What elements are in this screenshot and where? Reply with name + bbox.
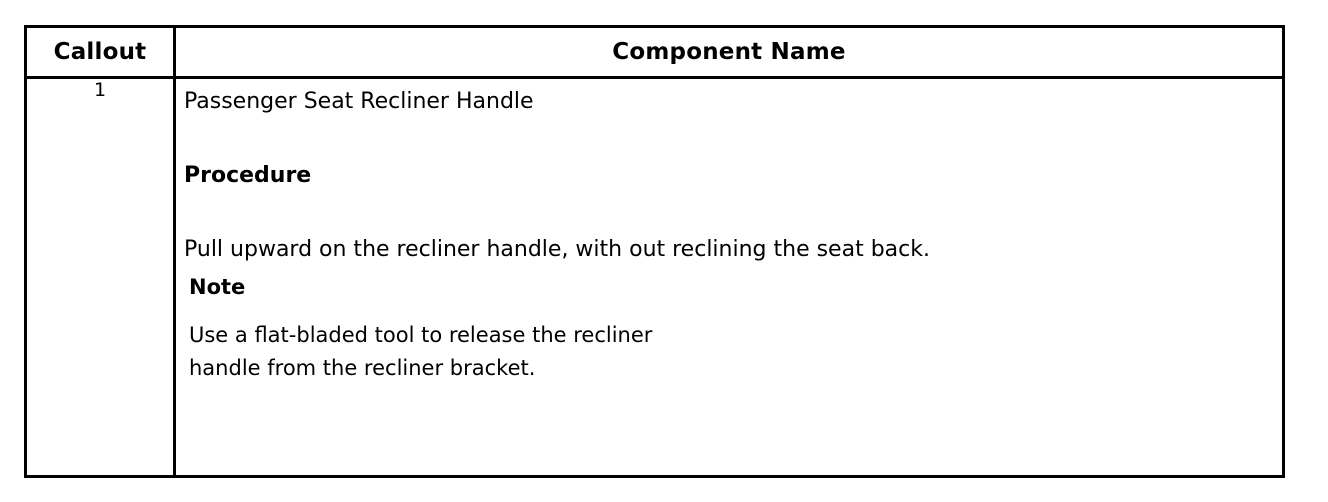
note-heading: Note — [189, 275, 246, 299]
procedure-text: Pull upward on the recliner handle, with… — [184, 237, 930, 262]
table-row: 1 Passenger Seat Recliner Handle Procedu… — [24, 76, 1285, 478]
component-details-content: Passenger Seat Recliner Handle Procedure… — [176, 79, 1282, 475]
component-title: Passenger Seat Recliner Handle — [184, 89, 534, 114]
note-text: Use a flat-bladed tool to release the re… — [189, 323, 653, 380]
column-header-component-name: Component Name — [173, 25, 1285, 79]
component-callout-table: Callout Component Name 1 Passenger Seat … — [24, 25, 1285, 478]
table-header: Callout Component Name — [24, 25, 1285, 79]
table-body: 1 Passenger Seat Recliner Handle Procedu… — [24, 76, 1285, 478]
cell-callout-number: 1 — [24, 76, 176, 478]
column-header-callout: Callout — [24, 25, 176, 79]
procedure-heading: Procedure — [184, 163, 312, 188]
table-header-row: Callout Component Name — [24, 25, 1285, 79]
cell-component-details: Passenger Seat Recliner Handle Procedure… — [173, 76, 1285, 478]
